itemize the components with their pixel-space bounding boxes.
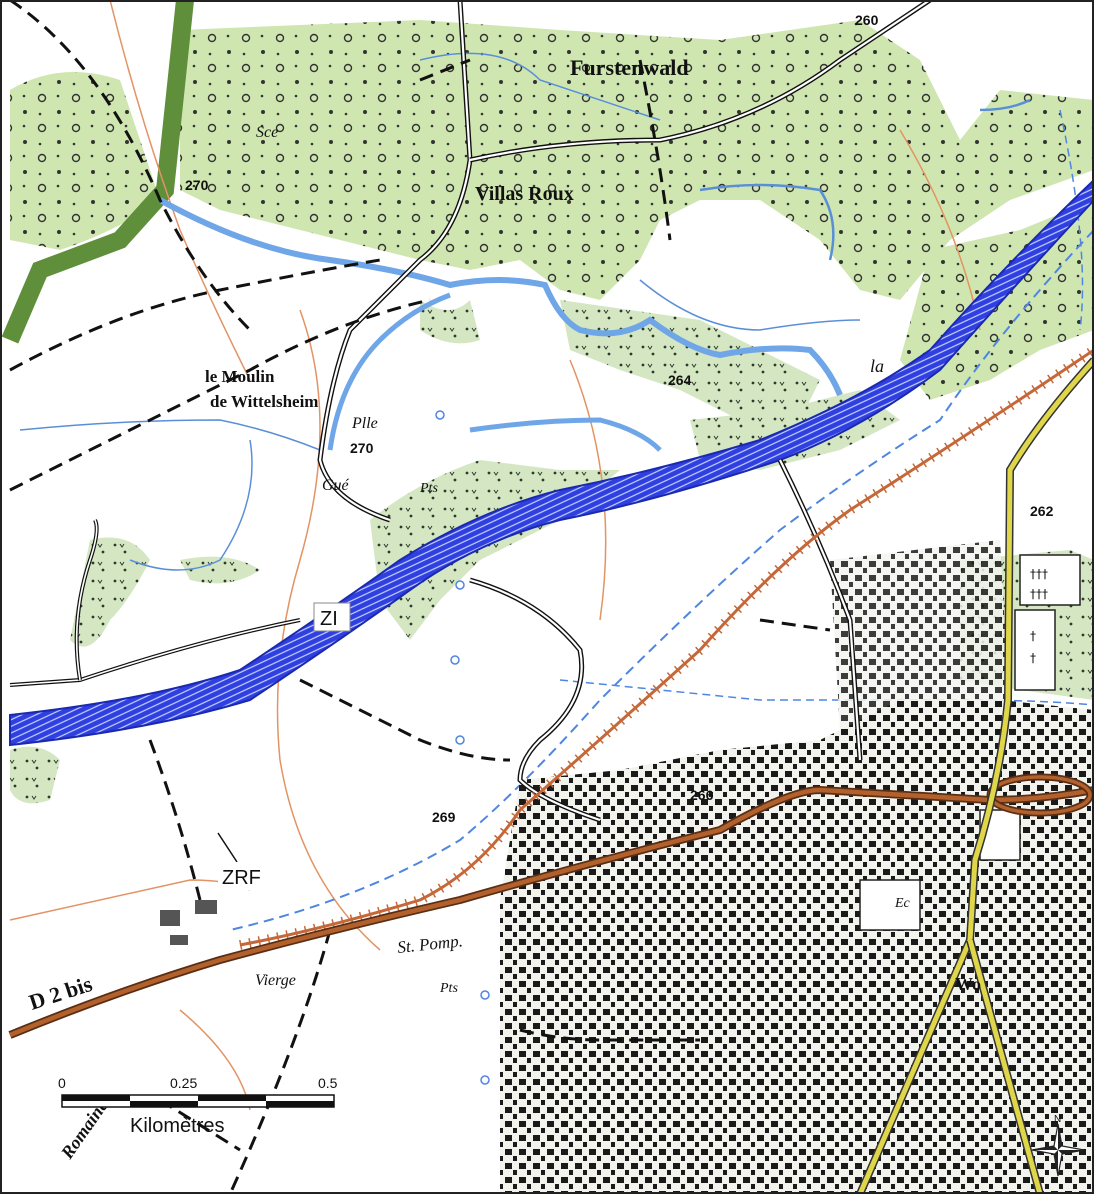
- label-gue: Gué: [322, 477, 350, 494]
- label-pts-low: Pts: [439, 981, 458, 996]
- label-pts-mid: Pts: [419, 481, 438, 496]
- zrf-label-box: [218, 862, 276, 890]
- cemetery-crosses: ††† ††† † †: [1030, 567, 1048, 665]
- svg-text:†: †: [1030, 651, 1036, 665]
- road-network: [9, 0, 932, 823]
- railway: [239, 348, 1094, 947]
- zi-label-box: [313, 602, 351, 632]
- label-villas-roux: Villas Roux: [475, 183, 574, 205]
- dashed-watercourse: [229, 229, 1094, 931]
- zrf-buildings: [160, 900, 217, 945]
- label-moulin-line2: de Wittelsheim: [210, 392, 318, 411]
- canal: [9, 178, 1094, 747]
- label-sce: Sce: [256, 124, 278, 141]
- label-la: la: [870, 356, 884, 376]
- dashed-tracks: [9, 0, 831, 1194]
- scale-unit-label: Kilomètres: [130, 1115, 224, 1137]
- scale-tick-0: 0: [58, 1075, 66, 1091]
- river-network: [19, 52, 1031, 571]
- scale-tick-05: 0.5: [318, 1075, 338, 1091]
- svg-text:†: †: [1030, 629, 1036, 643]
- label-elevation-264: 264: [668, 372, 692, 388]
- scale-tick-025: 0.25: [170, 1075, 197, 1091]
- label-zi: ZI: [320, 608, 338, 630]
- label-wo: Wo: [955, 974, 981, 994]
- scale-bar: 0 0.25 0.5 Kilomètres: [58, 1075, 338, 1137]
- label-elevation-269: 269: [432, 809, 456, 825]
- svg-text:†††: †††: [1030, 587, 1048, 601]
- label-elevation-266: 266: [690, 787, 714, 803]
- label-plle: Plle: [351, 415, 378, 432]
- ponds: [435, 410, 490, 1085]
- compass-rose-icon: N: [1031, 1114, 1085, 1177]
- label-elevation-270-mid: 270: [350, 440, 374, 456]
- green-corridor: [1, 0, 194, 344]
- north-label: N: [1054, 1114, 1061, 1125]
- label-ec: Ec: [894, 896, 911, 911]
- label-elevation-262: 262: [1030, 503, 1054, 519]
- label-vierge: Vierge: [255, 972, 296, 989]
- label-elevation-270-top: 270: [185, 177, 209, 193]
- label-elevation-260: 260: [855, 12, 879, 28]
- label-zrf: ZRF: [222, 867, 261, 889]
- label-moulin-line1: le Moulin: [205, 367, 275, 386]
- label-furstenwald: Furstenwald: [570, 55, 689, 80]
- town-buildings: [500, 540, 1094, 1194]
- svg-text:†††: †††: [1030, 567, 1048, 581]
